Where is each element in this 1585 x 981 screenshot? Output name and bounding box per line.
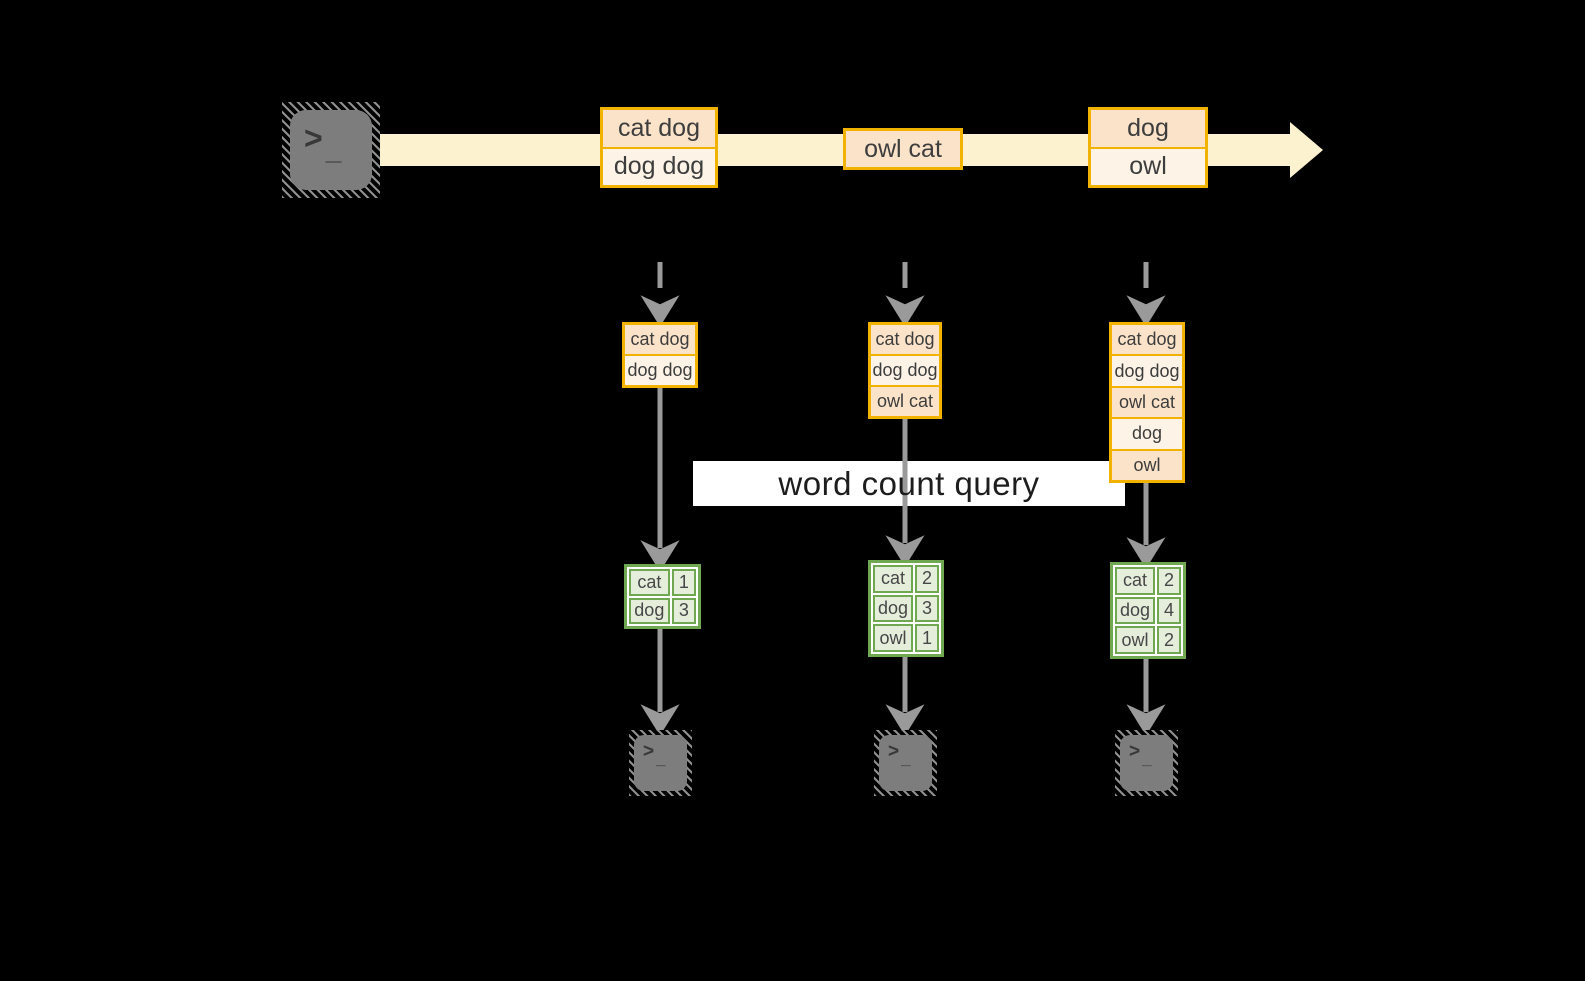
terminal-cursor-glyph: _ (901, 749, 911, 768)
record-row: dog dog (603, 148, 715, 185)
count-cell: 3 (671, 597, 696, 624)
output-arrowhead-icon-1 (640, 704, 680, 736)
source-terminal-icon: > _ (282, 102, 380, 198)
query-arrowhead-icon-1 (640, 540, 680, 572)
sink-terminal-icon-3: > _ (1115, 730, 1178, 796)
query-arrowhead-icon-3 (1126, 537, 1166, 569)
word-cell: dog (873, 594, 913, 623)
ingest-arrowhead-icon-2 (885, 295, 925, 327)
word-cell: dog (629, 597, 670, 624)
micro-batch-2: owl cat (843, 128, 963, 170)
record-row: owl cat (871, 387, 939, 416)
record-row: cat dog (625, 325, 695, 354)
record-row: dog dog (625, 356, 695, 385)
record-row: owl (1112, 450, 1182, 481)
record-row: owl cat (1112, 387, 1182, 418)
record-row: cat dog (1112, 325, 1182, 355)
terminal-prompt-glyph: > (888, 741, 900, 762)
record-row: dog dog (871, 356, 939, 385)
count-cell: 1 (915, 624, 939, 653)
record-row: cat dog (603, 110, 715, 147)
terminal-prompt: > _ (879, 735, 932, 791)
ingest-arrowhead-icon-1 (640, 295, 680, 327)
terminal-prompt: > _ (290, 110, 372, 190)
count-cell: 4 (1157, 596, 1181, 625)
word-cell: cat (1115, 567, 1155, 595)
count-cell: 2 (1157, 626, 1181, 655)
word-cell: cat (629, 569, 670, 596)
sink-terminal-icon-1: > _ (629, 730, 692, 796)
query-label: word count query (778, 464, 1040, 502)
sink-terminal-icon-2: > _ (874, 730, 937, 796)
count-cell: 2 (1157, 567, 1181, 595)
output-arrowhead-icon-2 (885, 704, 925, 736)
ingest-arrowhead-icon-3 (1126, 295, 1166, 327)
terminal-prompt-glyph: > (1129, 741, 1141, 762)
word-cell: dog (1115, 596, 1155, 625)
terminal-cursor-glyph: _ (1142, 749, 1152, 768)
stream-arrowhead-icon (1290, 122, 1323, 178)
terminal-prompt: > _ (1120, 735, 1173, 791)
word-cell: owl (873, 624, 913, 653)
record-row: cat dog (871, 325, 939, 354)
terminal-cursor-glyph: _ (656, 749, 666, 768)
record-row: owl cat (846, 131, 960, 167)
terminal-prompt-glyph: > (643, 741, 655, 762)
record-row: dog dog (1112, 356, 1182, 386)
record-row: owl (1091, 148, 1205, 185)
query-label-background (693, 461, 1125, 506)
count-cell: 1 (671, 569, 696, 596)
word-cell: cat (873, 565, 913, 593)
output-arrowhead-icon-3 (1126, 704, 1166, 736)
terminal-cursor-glyph: _ (325, 134, 342, 165)
word-cell: owl (1115, 626, 1155, 655)
terminal-prompt-glyph: > (304, 120, 323, 156)
count-cell: 3 (915, 594, 939, 623)
record-row: dog (1112, 419, 1182, 449)
query-arrowhead-icon-2 (885, 535, 925, 567)
terminal-prompt: > _ (634, 735, 687, 791)
count-cell: 2 (915, 565, 939, 593)
record-row: dog (1091, 110, 1205, 147)
